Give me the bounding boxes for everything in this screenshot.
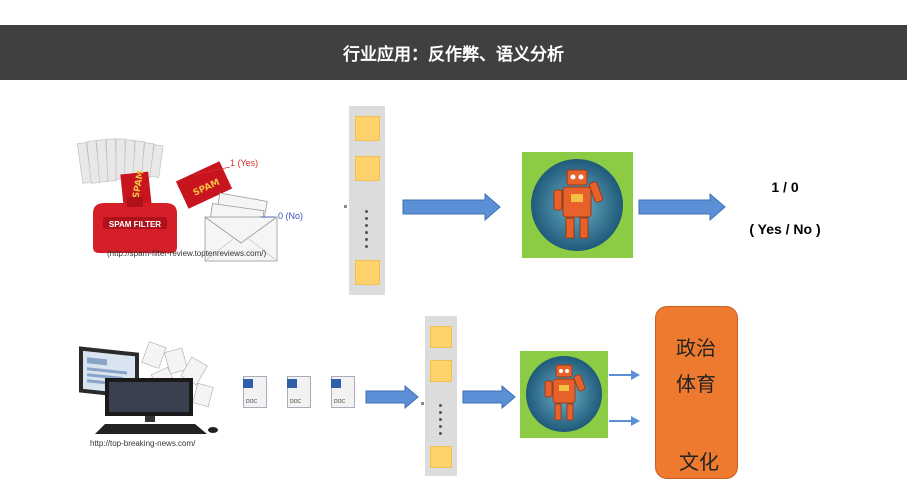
news-computer-illustration bbox=[79, 341, 218, 434]
strip-marker bbox=[421, 402, 424, 405]
vector-cell bbox=[355, 116, 380, 141]
arrow-right-small bbox=[609, 416, 640, 426]
category-box bbox=[655, 306, 738, 479]
arrow-right bbox=[402, 193, 501, 221]
page-title: 行业应用：反作弊、语义分析 bbox=[343, 45, 564, 65]
output-value: 1 / 0 bbox=[771, 179, 799, 195]
arrow-right bbox=[462, 385, 516, 409]
spam-filter-illustration: SPAM SPAM SPAM FILTER bbox=[76, 138, 278, 262]
spam-source-caption: (http://spam-filter-review.toptenreviews… bbox=[107, 249, 267, 258]
doc-icon: DOC bbox=[331, 376, 355, 408]
doc-label: DOC bbox=[334, 399, 346, 405]
doc-label: DOC bbox=[290, 399, 302, 405]
vector-cell bbox=[355, 260, 380, 285]
spam-label: SPAM bbox=[132, 170, 147, 200]
category-politics: 政治 bbox=[676, 336, 716, 360]
doc-label: DOC bbox=[246, 399, 258, 405]
strip-marker bbox=[344, 205, 347, 208]
no-label: 0 (No) bbox=[278, 211, 304, 221]
vector-cell bbox=[430, 326, 452, 348]
arrow-right bbox=[365, 385, 419, 409]
arrow-right bbox=[638, 193, 726, 221]
doc-icon: DOC bbox=[243, 376, 267, 408]
category-sports: 体育 bbox=[676, 372, 716, 396]
output-meaning: ( Yes / No ) bbox=[749, 221, 821, 237]
vector-cell bbox=[430, 360, 452, 382]
spam-filter-label: SPAM FILTER bbox=[109, 220, 161, 229]
title-bar: 行业应用：反作弊、语义分析 bbox=[0, 25, 907, 80]
ellipsis-dots bbox=[439, 404, 443, 435]
category-culture: 文化 bbox=[679, 450, 719, 474]
robot-icon bbox=[526, 356, 602, 432]
vector-cell bbox=[355, 156, 380, 181]
model-robot-image bbox=[520, 351, 608, 438]
robot-icon bbox=[531, 159, 623, 251]
yes-label: 1 (Yes) bbox=[230, 158, 259, 168]
arrow-right-small bbox=[609, 370, 640, 380]
doc-icon: DOC bbox=[287, 376, 311, 408]
ellipsis-dots bbox=[365, 210, 369, 248]
model-robot-image bbox=[522, 152, 633, 258]
feature-vector-2 bbox=[425, 316, 457, 476]
news-source-caption: http://top-breaking-news.com/ bbox=[90, 439, 196, 448]
vector-cell bbox=[430, 446, 452, 468]
feature-vector-1 bbox=[349, 106, 385, 295]
